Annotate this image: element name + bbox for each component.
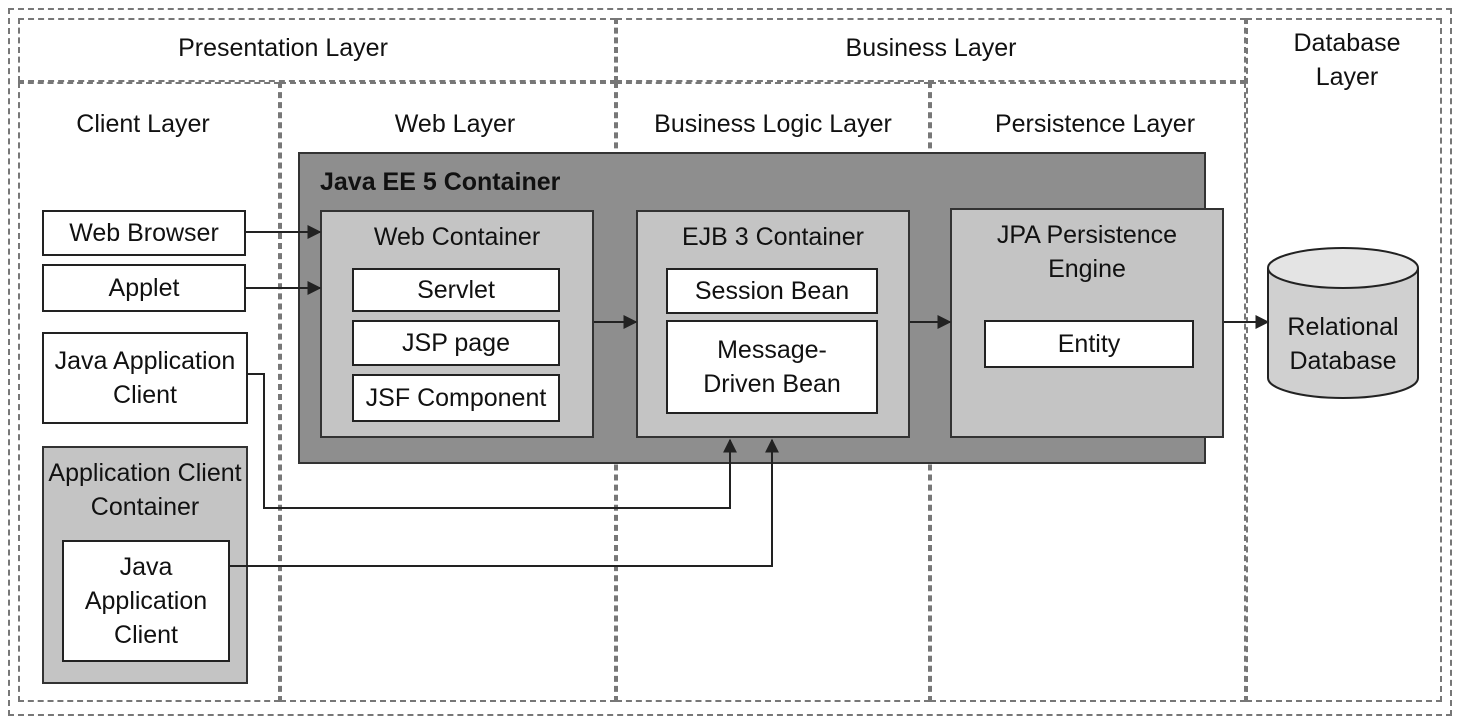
jpa-engine-title: JPA Persistence Engine	[996, 221, 1178, 283]
java-application-client-box: Java Application Client	[42, 332, 248, 424]
jsp-page-box: JSP page	[352, 320, 560, 366]
session-bean-box: Session Bean	[666, 268, 878, 314]
web-browser-box: Web Browser	[42, 210, 246, 256]
relational-database-label: Relational Database	[1287, 313, 1399, 375]
web-container-title: Web Container	[373, 223, 541, 251]
business-layer-header	[616, 18, 1246, 82]
jsf-component-box: JSF Component	[352, 374, 560, 422]
database-layer-region	[1246, 18, 1442, 702]
ejb-container-title: EJB 3 Container	[681, 223, 865, 251]
presentation-layer-label: Presentation Layer	[178, 34, 388, 62]
message-driven-bean-box: Message-Driven Bean	[666, 320, 878, 414]
presentation-layer-header	[18, 18, 616, 82]
applet-box: Applet	[42, 264, 246, 312]
persistence-layer-label: Persistence Layer	[994, 110, 1196, 138]
outer-frame	[8, 8, 1452, 716]
entity-box: Entity	[984, 320, 1194, 368]
web-layer-label: Web Layer	[394, 110, 516, 138]
java-ee-container-title: Java EE 5 Container	[320, 168, 561, 196]
inner-java-application-client-box: Java Application Client	[62, 540, 230, 662]
application-client-container-title: Application Client Container	[48, 459, 242, 521]
business-logic-layer-label: Business Logic Layer	[654, 110, 892, 138]
client-layer-label: Client Layer	[76, 110, 210, 138]
servlet-box: Servlet	[352, 268, 560, 312]
business-layer-label: Business Layer	[845, 34, 1017, 62]
database-layer-label: Database Layer	[1293, 29, 1401, 91]
